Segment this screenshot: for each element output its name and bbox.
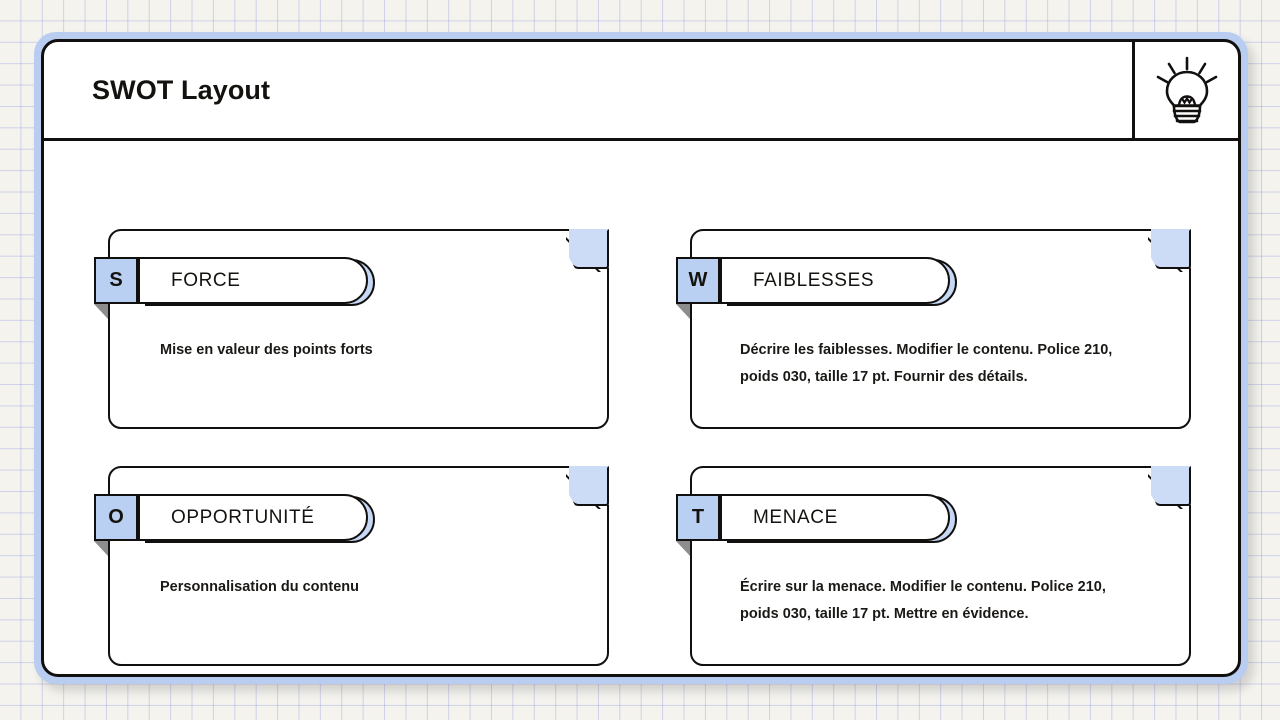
card-title-pill[interactable]: FORCE bbox=[138, 257, 375, 306]
swot-card-threats[interactable]: MENACE T Écrire sur la menace. Modifier … bbox=[676, 466, 1191, 666]
folded-corner-icon bbox=[569, 229, 609, 269]
badge-shadow bbox=[94, 541, 108, 556]
folded-corner-icon bbox=[1151, 466, 1191, 506]
card-letter-badge: O bbox=[94, 494, 138, 541]
lightbulb-icon bbox=[1156, 55, 1218, 125]
badge-shadow bbox=[676, 304, 690, 319]
swot-quadrant-grid: FORCE S Mise en valeur des points forts … bbox=[44, 141, 1238, 674]
swot-card-strengths[interactable]: FORCE S Mise en valeur des points forts bbox=[94, 229, 609, 429]
pill-face: FORCE bbox=[138, 257, 368, 304]
slide-canvas: SWOT Layout bbox=[41, 39, 1241, 677]
card-title-label: MENACE bbox=[753, 506, 838, 528]
folded-corner-icon bbox=[569, 466, 609, 506]
card-letter-badge: S bbox=[94, 257, 138, 304]
card-title-pill[interactable]: OPPORTUNITÉ bbox=[138, 494, 375, 543]
slide-header: SWOT Layout bbox=[44, 42, 1238, 141]
badge-shadow bbox=[676, 541, 690, 556]
card-body-text: Décrire les faiblesses. Modifier le cont… bbox=[740, 342, 1113, 385]
card-title-label: FAIBLESSES bbox=[753, 269, 875, 291]
card-title-pill[interactable]: MENACE bbox=[720, 494, 957, 543]
badge-shadow bbox=[94, 304, 108, 319]
swot-card-opportunities[interactable]: OPPORTUNITÉ O Personnalisation du conten… bbox=[94, 466, 609, 666]
title-cell: SWOT Layout bbox=[44, 42, 1132, 138]
card-letter-badge: W bbox=[676, 257, 720, 304]
card-body-text: Mise en valeur des points forts bbox=[160, 342, 373, 358]
card-title-pill[interactable]: FAIBLESSES bbox=[720, 257, 957, 306]
slide-frame: SWOT Layout bbox=[34, 32, 1248, 684]
card-title-label: OPPORTUNITÉ bbox=[171, 506, 315, 528]
card-title-label: FORCE bbox=[171, 269, 241, 291]
card-body-text: Écrire sur la menace. Modifier le conten… bbox=[740, 579, 1106, 622]
pill-face: MENACE bbox=[720, 494, 950, 541]
pill-face: FAIBLESSES bbox=[720, 257, 950, 304]
card-letter-badge: T bbox=[676, 494, 720, 541]
header-icon-cell bbox=[1132, 42, 1238, 138]
card-body-text: Personnalisation du contenu bbox=[160, 579, 359, 595]
pill-face: OPPORTUNITÉ bbox=[138, 494, 368, 541]
folded-corner-icon bbox=[1151, 229, 1191, 269]
swot-card-weaknesses[interactable]: FAIBLESSES W Décrire les faiblesses. Mod… bbox=[676, 229, 1191, 429]
page-title: SWOT Layout bbox=[92, 74, 271, 105]
